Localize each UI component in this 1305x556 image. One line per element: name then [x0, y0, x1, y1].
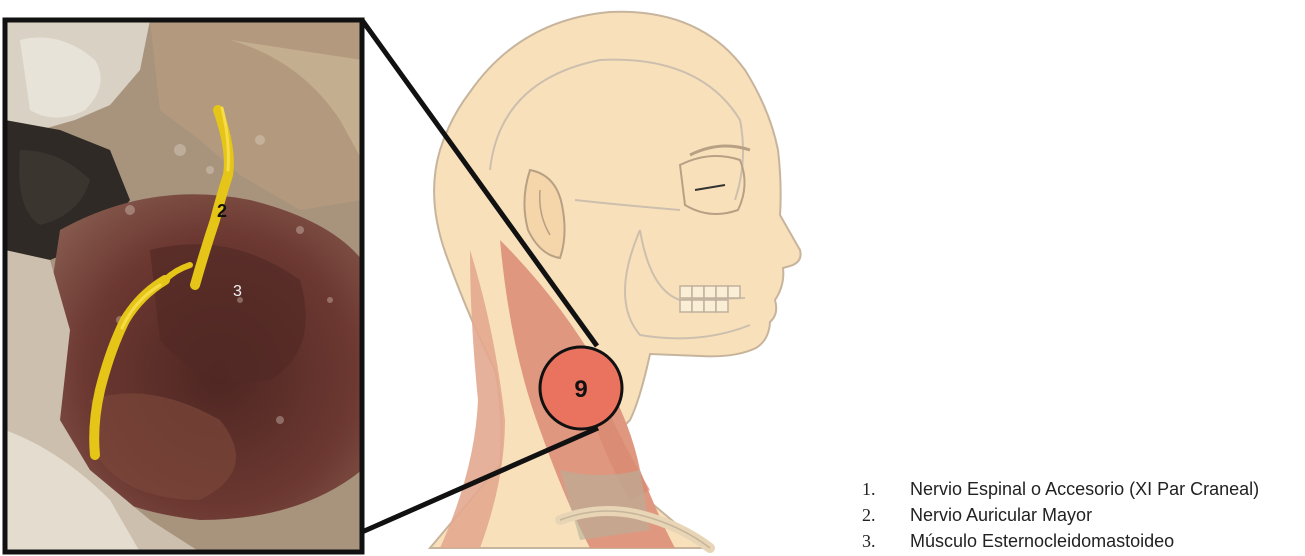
- region-marker-label: 9: [574, 376, 587, 403]
- photo-label-2: 2: [217, 201, 227, 221]
- photo-label-3: 3: [233, 283, 242, 300]
- legend: 1. Nervio Espinal o Accesorio (XI Par Cr…: [862, 476, 1302, 554]
- legend-number: 2.: [862, 502, 910, 528]
- dissection-photo: 2 3: [5, 20, 362, 552]
- legend-number: 1.: [862, 476, 910, 502]
- legend-text: Músculo Esternocleidomastoideo: [910, 528, 1302, 554]
- region-marker: 9: [540, 347, 622, 429]
- legend-item: 1. Nervio Espinal o Accesorio (XI Par Cr…: [862, 476, 1302, 502]
- legend-item: 3. Músculo Esternocleidomastoideo: [862, 528, 1302, 554]
- head-illustration: [430, 12, 801, 548]
- legend-number: 3.: [862, 528, 910, 554]
- legend-text: Nervio Espinal o Accesorio (XI Par Crane…: [910, 476, 1302, 502]
- legend-text: Nervio Auricular Mayor: [910, 502, 1302, 528]
- legend-item: 2. Nervio Auricular Mayor: [862, 502, 1302, 528]
